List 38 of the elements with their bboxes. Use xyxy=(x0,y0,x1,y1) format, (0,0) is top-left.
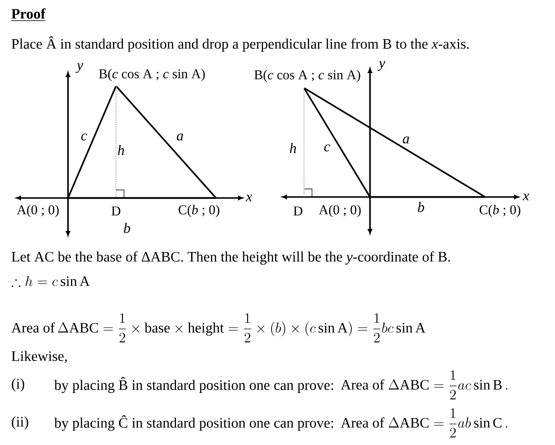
title: Proof xyxy=(10,8,46,21)
side-label: a xyxy=(176,134,184,140)
side-label: h xyxy=(290,142,296,153)
axis-label: x xyxy=(246,194,252,202)
text-line: (ii) xyxy=(12,416,28,430)
text-line: Place Â in standard position and drop a perpendicular line from B to the x-axis. xyxy=(12,36,469,52)
point-label: B(c cos A ; c sin A) xyxy=(254,70,360,82)
triangle-side xyxy=(303,88,371,198)
point-label: D xyxy=(112,206,120,216)
point-label: C(b ; 0) xyxy=(178,204,220,218)
text-line: (i) xyxy=(12,378,24,392)
side-label: c xyxy=(324,144,330,152)
formula: $\therefore h=c\sin\mathrm{A}$ xyxy=(12,276,90,287)
triangle-side xyxy=(67,86,117,198)
triangle-side xyxy=(68,197,216,199)
axis-label: y xyxy=(378,61,386,71)
text-line: by placing B̂ in standard position one can prove: xyxy=(54,376,334,393)
side-label: b xyxy=(124,222,130,234)
text-line: by placing Ĉ in standard position one can prove: xyxy=(54,415,334,431)
triangle-side xyxy=(116,86,216,198)
point-label: A(0 ; 0) xyxy=(318,204,361,218)
point-label: D xyxy=(294,206,302,216)
point-label: B(c cos A ; c sin A) xyxy=(98,68,205,82)
text-line: Likewise, xyxy=(12,350,67,364)
side-label: a xyxy=(402,136,410,144)
side-label: c xyxy=(81,134,88,140)
triangle-side xyxy=(304,87,486,198)
side-label: b xyxy=(418,202,424,212)
axis-label: y xyxy=(76,63,84,73)
side-label: h xyxy=(118,144,124,155)
triangle-side xyxy=(370,196,485,198)
axis-label: x xyxy=(522,194,530,200)
formula: $\text{Area of }\Delta\mathrm{ABC}=\frac{1}{2}ac\sin\mathrm{B}\,.$ xyxy=(340,370,508,400)
point-label: A(0 ; 0) xyxy=(16,204,59,218)
formula: $\text{Area of}\,\Delta\mathrm{ABC}=\frac{1}{2}\times\text{base}\times\text{height}=\frac{1}{2}\times(b)\times(c\sin\mathrm{A})=\frac{1}{2}bc\sin\mathrm{A}$ xyxy=(11,313,426,342)
point-label: C(b ; 0) xyxy=(480,204,520,218)
formula: $\text{Area of }\Delta\mathrm{ABC}=\frac{1}{2}ab\sin\mathrm{C}\,.$ xyxy=(340,408,508,438)
text-line: Let AC be the base of ΔABC. Then the height will be the y-coordinate of B. xyxy=(12,251,450,265)
